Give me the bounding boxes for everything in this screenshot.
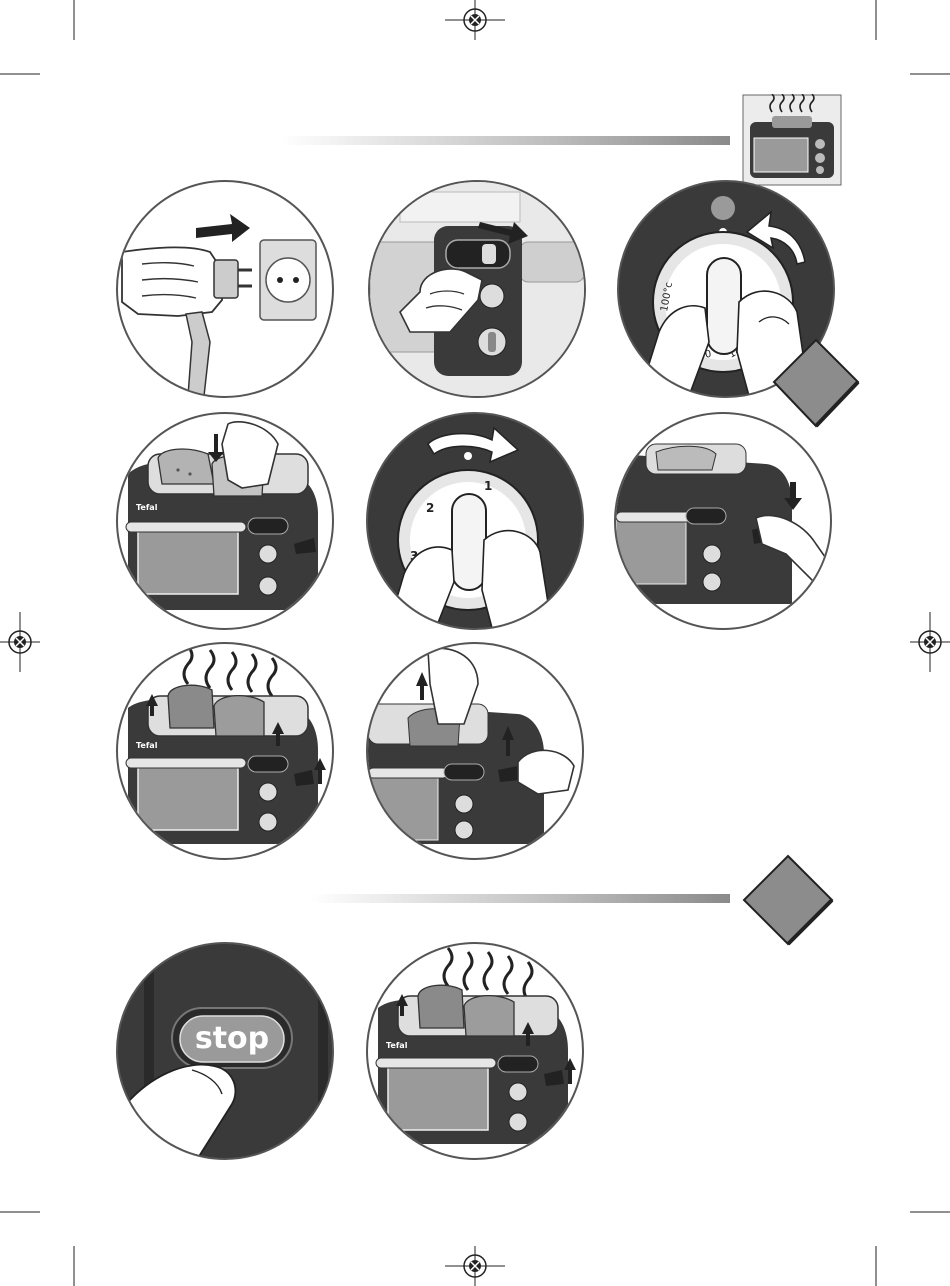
registration-mark-bottom bbox=[445, 1246, 505, 1286]
brand-logo: Tefal bbox=[136, 741, 158, 750]
oven-mode-badge-icon bbox=[770, 336, 862, 430]
section-1-header-bar bbox=[280, 136, 730, 145]
step-plug-in bbox=[116, 180, 334, 398]
step-press-stop: stop bbox=[116, 942, 334, 1160]
registration-mark-left bbox=[0, 612, 40, 672]
up-arrow-icon bbox=[416, 672, 428, 700]
step-lower-lever bbox=[614, 412, 832, 630]
plug-arrow-icon bbox=[196, 214, 250, 242]
step-set-toaster-mode bbox=[368, 180, 586, 398]
step-set-browning: 1 2 3 bbox=[366, 412, 584, 630]
rotate-right-arrow-icon bbox=[428, 428, 518, 462]
step-insert-bread: Tefal bbox=[116, 412, 334, 630]
brand-logo: Tefal bbox=[386, 1041, 408, 1050]
registration-mark-top bbox=[445, 0, 505, 40]
dial-label-2: 2 bbox=[426, 501, 434, 515]
section-2-header-bar bbox=[310, 894, 730, 903]
dial-label-1: 1 bbox=[484, 479, 492, 493]
stop-section-badge-icon bbox=[740, 852, 836, 948]
registration-mark-right bbox=[910, 612, 950, 672]
step-toast-pops-up: Tefal bbox=[116, 642, 334, 860]
toaster-mode-thumbnail-icon bbox=[742, 94, 842, 186]
brand-logo: Tefal bbox=[136, 503, 158, 512]
step-lift-toast bbox=[366, 642, 584, 860]
step-toast-ejected: Tefal bbox=[366, 942, 584, 1160]
stop-button-label: stop bbox=[195, 1021, 269, 1056]
